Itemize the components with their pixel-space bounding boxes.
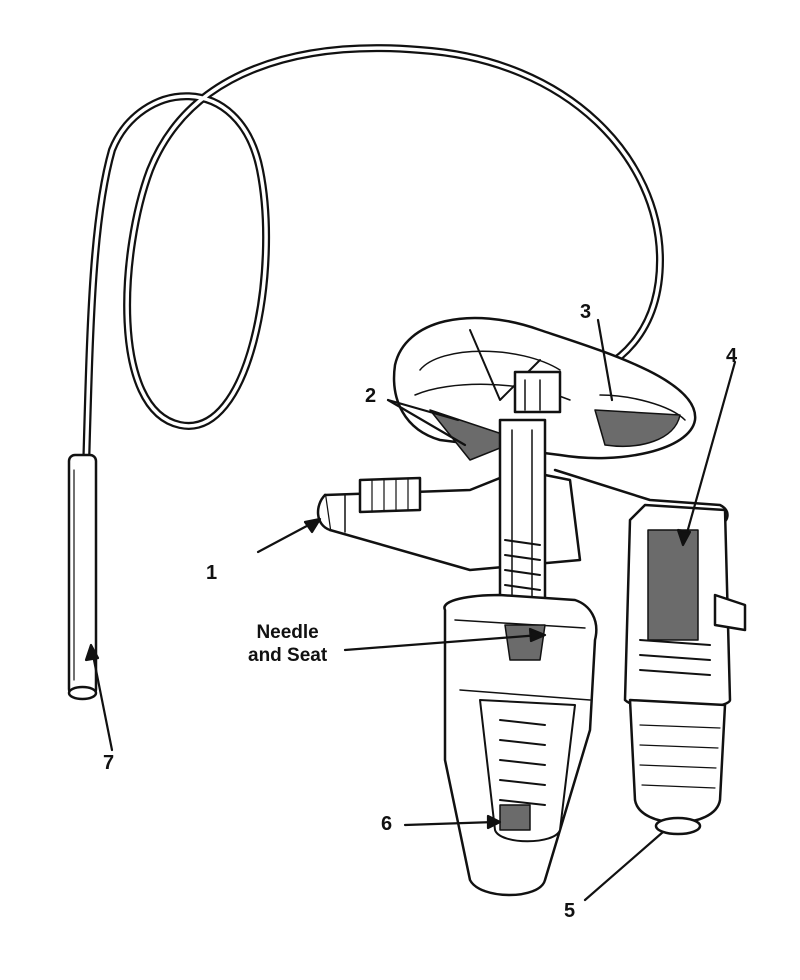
callout-6: 6 <box>381 813 393 835</box>
callout-2: 2 <box>365 385 377 407</box>
callout-5: 5 <box>564 900 576 922</box>
capillary-tube <box>82 44 664 474</box>
power-element-dome <box>392 316 697 461</box>
callout-4: 4 <box>726 345 738 367</box>
callout-needle-and-seat: Needle and Seat <box>248 622 328 666</box>
sensing-bulb <box>67 453 98 701</box>
callout-7: 7 <box>103 752 115 774</box>
callout-3: 3 <box>580 301 592 323</box>
leader-lines <box>84 318 737 902</box>
outlet-fitting <box>553 468 747 836</box>
valve-body <box>316 418 598 897</box>
callout-1: 1 <box>206 562 218 584</box>
